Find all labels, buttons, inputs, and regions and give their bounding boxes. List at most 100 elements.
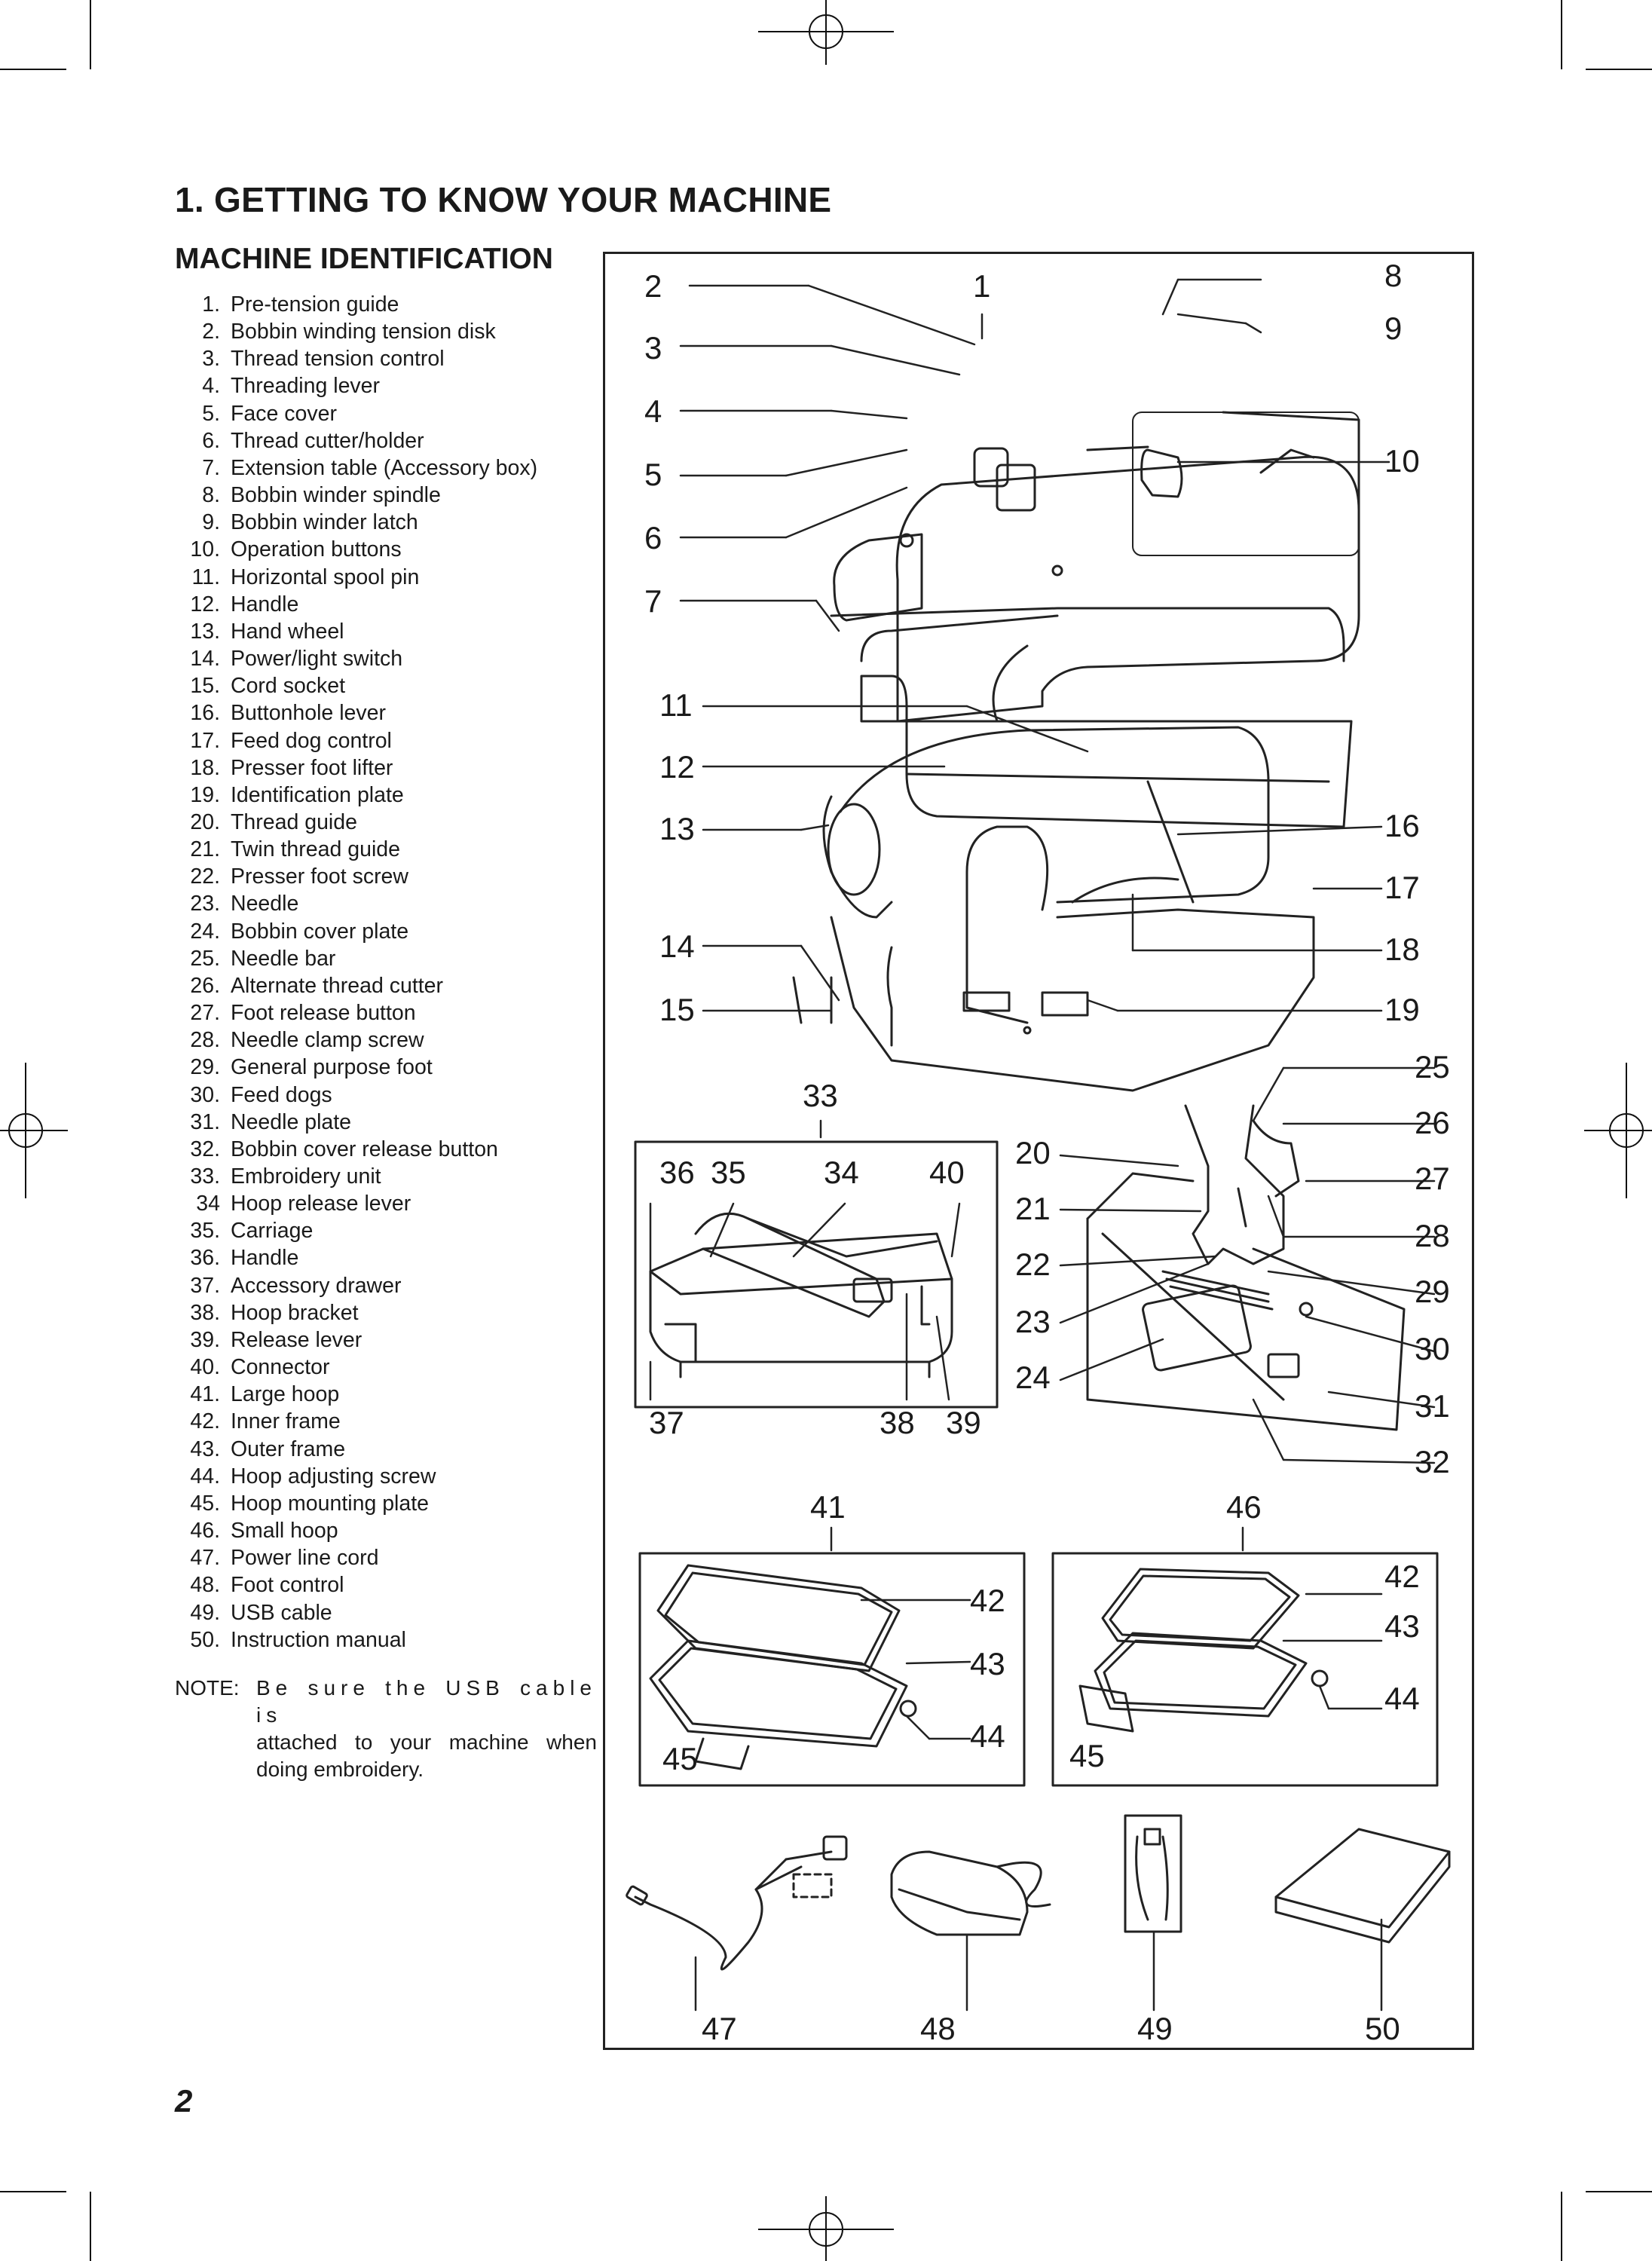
callout-label: 1 — [973, 268, 991, 304]
part-name: Operation buttons — [231, 537, 402, 562]
part-number: 28. — [190, 1028, 220, 1053]
note-line: Be sure the USB cable is — [256, 1676, 597, 1727]
part-name: Connector — [231, 1355, 330, 1380]
part-name: Large hoop — [231, 1382, 340, 1407]
part-item: 44.Hoop adjusting screw — [175, 1463, 537, 1490]
part-number: 19. — [190, 782, 220, 807]
part-item: 13. Hand wheel — [175, 618, 537, 645]
callout-label: 20 — [1015, 1135, 1051, 1170]
part-number: 29. — [190, 1055, 220, 1080]
callout-label: 45 — [1069, 1738, 1105, 1773]
callout-label: 40 — [929, 1155, 965, 1190]
part-item: 37.Accessory drawer — [175, 1272, 537, 1299]
part-number: 36. — [190, 1246, 220, 1271]
embroidery-unit-illustration — [649, 1212, 953, 1378]
part-number: 50. — [190, 1627, 220, 1652]
part-name: Feed dogs — [231, 1082, 332, 1107]
part-item: 32.Bobbin cover release button — [175, 1136, 537, 1163]
part-name: Hoop mounting plate — [231, 1491, 430, 1516]
callout-label: 10 — [1384, 443, 1420, 479]
part-number: 26. — [190, 973, 220, 998]
part-number: 13. — [190, 619, 220, 644]
small-hoop-illustration — [1078, 1568, 1329, 1733]
part-name: Hoop bracket — [231, 1300, 359, 1325]
part-item: 15.Cord socket — [175, 672, 537, 699]
part-item: 8.Bobbin winder spindle — [175, 482, 537, 509]
part-name: Power line cord — [231, 1546, 379, 1571]
part-number: 48. — [190, 1573, 220, 1598]
part-number: 23. — [190, 892, 220, 916]
callout-label: 24 — [1015, 1360, 1051, 1395]
callout-label: 31 — [1415, 1388, 1450, 1424]
part-item: 23.Needle — [175, 890, 537, 917]
part-number: 32. — [190, 1137, 220, 1161]
power-cord-illustration — [626, 1835, 848, 1971]
part-item: 39.Release lever — [175, 1326, 537, 1354]
callout-label: 26 — [1415, 1105, 1450, 1140]
part-name: Outer frame — [231, 1436, 346, 1461]
callout-label: 49 — [1137, 2011, 1173, 2046]
callout-label: 48 — [920, 2011, 956, 2046]
part-name: Horizontal spool pin — [231, 564, 420, 589]
part-name: Hand wheel — [231, 619, 344, 644]
callout-label: 5 — [644, 457, 662, 492]
part-item: 38. Hoop bracket — [175, 1299, 537, 1326]
callout-label: 37 — [649, 1405, 684, 1440]
callout-label: 30 — [1415, 1331, 1450, 1366]
page-title: 1. GETTING TO KNOW YOUR MACHINE — [175, 180, 832, 219]
callout-label: 34 — [824, 1155, 859, 1190]
part-number: 20. — [190, 809, 220, 834]
note-line: attached to your machine when doing embr… — [256, 1730, 597, 1781]
part-item: 33.Embroidery unit — [175, 1163, 537, 1190]
part-name: Cord socket — [231, 674, 346, 699]
callout-label: 13 — [659, 811, 695, 846]
part-item: 47. Power line cord — [175, 1544, 537, 1571]
part-item: 26.Alternate thread cutter — [175, 972, 537, 999]
part-number: 5. — [202, 401, 220, 426]
part-name: Instruction manual — [231, 1627, 406, 1652]
large-hoop-panel — [638, 1552, 1026, 1787]
callout-label: 16 — [1384, 808, 1420, 843]
part-item: 4.Threading lever — [175, 372, 537, 399]
part-name: Presser foot lifter — [231, 755, 393, 780]
part-number: 27. — [190, 1001, 220, 1026]
callout-label: 11 — [659, 687, 693, 723]
callout-label: 21 — [1015, 1191, 1051, 1226]
part-number: 9. — [202, 510, 220, 535]
foot-control-illustration — [890, 1850, 1051, 1936]
machine-front-illustration — [830, 411, 1360, 828]
callout-label: 44 — [970, 1718, 1005, 1754]
section-title: MACHINE IDENTIFICATION — [175, 243, 553, 275]
part-item: 30.Feed dogs — [175, 1082, 537, 1109]
part-number: 34 — [196, 1192, 220, 1216]
part-item: 22.Presser foot screw — [175, 863, 537, 890]
note: NOTE: Be sure the USB cable is attached … — [175, 1675, 597, 1783]
part-number: 38. — [190, 1300, 220, 1325]
part-number: 39. — [190, 1327, 220, 1352]
part-item: 17.Feed dog control — [175, 727, 537, 754]
part-name: Foot control — [231, 1573, 344, 1598]
part-item: 42.Inner frame — [175, 1408, 537, 1435]
callout-label: 28 — [1415, 1218, 1450, 1253]
part-item: 24.Bobbin cover plate — [175, 918, 537, 945]
callout-label: 50 — [1365, 2011, 1400, 2046]
part-name: Foot release button — [231, 1001, 416, 1026]
note-label: NOTE: — [175, 1676, 240, 1700]
part-name: Face cover — [231, 401, 337, 426]
callout-label: 3 — [644, 330, 662, 366]
part-name: Feed dog control — [231, 728, 392, 753]
part-number: 47. — [190, 1546, 220, 1571]
callout-label: 47 — [702, 2011, 737, 2046]
usb-cable-box — [1124, 1814, 1182, 1933]
part-number: 43. — [190, 1436, 220, 1461]
part-name: Carriage — [231, 1219, 314, 1244]
part-name: Needle clamp screw — [231, 1028, 424, 1053]
callout-label: 17 — [1384, 870, 1420, 905]
part-item: 25.Needle bar — [175, 945, 537, 972]
callout-label: 41 — [810, 1489, 846, 1525]
part-number: 45. — [190, 1491, 220, 1516]
part-name: Extension table (Accessory box) — [231, 455, 538, 480]
part-item: 49.USB cable — [175, 1599, 537, 1626]
